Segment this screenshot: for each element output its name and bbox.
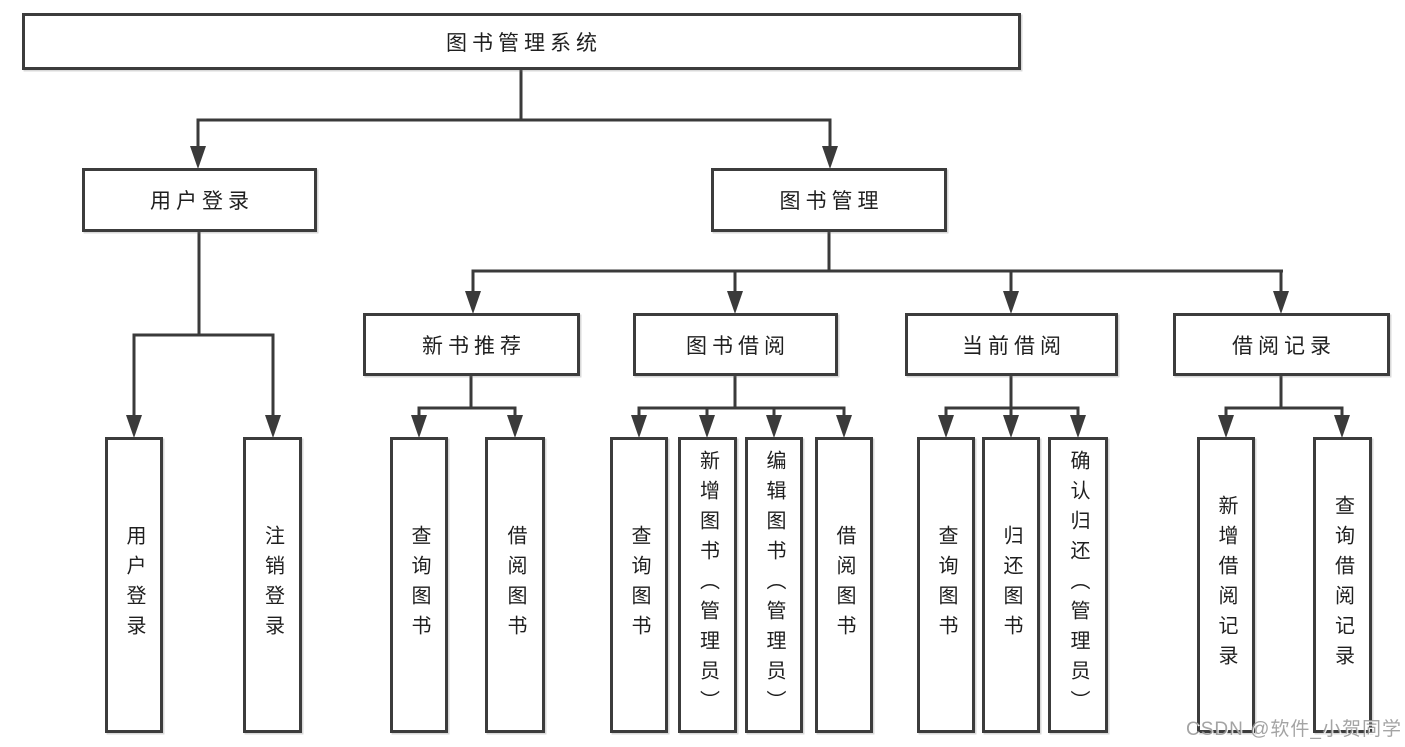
node-label: 归还图书 [1000,525,1022,645]
leaf-return-books: 归还图书 [982,437,1040,733]
connector-book-management-children [471,232,1283,297]
node-label: 用户登录 [123,525,145,645]
node-borrowing-records: 借阅记录 [1173,313,1390,376]
connector-borrowing-records-children [1224,376,1344,421]
node-label: 查询图书 [935,525,957,645]
node-label: 查询借阅记录 [1331,495,1354,675]
connector-current-borrowing-children [944,376,1080,421]
node-label: 用户登录 [150,190,254,213]
leaf-borrow-books-borrowing: 借阅图书 [815,437,873,733]
leaf-query-books-borrowing: 查询图书 [610,437,668,733]
node-label: 图书管理 [779,190,884,213]
node-label: 借阅记录 [1232,334,1336,358]
connector-root-to-level2 [196,70,832,152]
node-new-book-recommendation: 新书推荐 [363,313,580,376]
node-label: 借阅图书 [504,525,526,645]
node-label: 查询图书 [628,525,650,645]
leaf-query-borrow-record: 查询借阅记录 [1313,437,1372,733]
node-label: 新增借阅记录 [1215,495,1237,675]
leaf-query-books-recommend: 查询图书 [390,437,448,733]
leaf-edit-books-admin: 编辑图书（管理员） [745,437,803,733]
node-label: 注销登录 [261,525,284,645]
leaf-add-borrow-record: 新增借阅记录 [1197,437,1255,733]
node-label: 新书推荐 [422,334,526,358]
node-library-management-system: 图书管理系统 [22,13,1021,70]
node-book-borrowing: 图书借阅 [633,313,838,376]
node-label: 图书管理系统 [446,31,602,55]
node-label: 编辑图书（管理员） [763,450,785,720]
node-user-login: 用户登录 [82,168,317,232]
connector-user-login-children [132,232,275,420]
leaf-confirm-return-admin: 确认归还（管理员） [1048,437,1108,733]
leaf-user-login: 用户登录 [105,437,163,733]
node-current-borrowing: 当前借阅 [905,313,1118,376]
leaf-add-books-admin: 新增图书（管理员） [678,437,737,733]
node-label: 当前借阅 [962,334,1066,358]
watermark: CSDN @软件_小贺同学 [1186,719,1402,740]
connector-book-borrowing-children [637,376,846,421]
node-label: 查询图书 [408,525,430,645]
node-label: 图书借阅 [686,334,790,358]
node-label: 借阅图书 [833,525,855,645]
node-book-management: 图书管理 [711,168,947,232]
node-label: 新增图书（管理员） [696,450,719,720]
leaf-logout: 注销登录 [243,437,302,733]
leaf-query-books-current: 查询图书 [917,437,975,733]
leaf-borrow-books-recommend: 借阅图书 [485,437,545,733]
node-label: 确认归还（管理员） [1067,450,1089,720]
connector-new-book-children [417,376,517,421]
